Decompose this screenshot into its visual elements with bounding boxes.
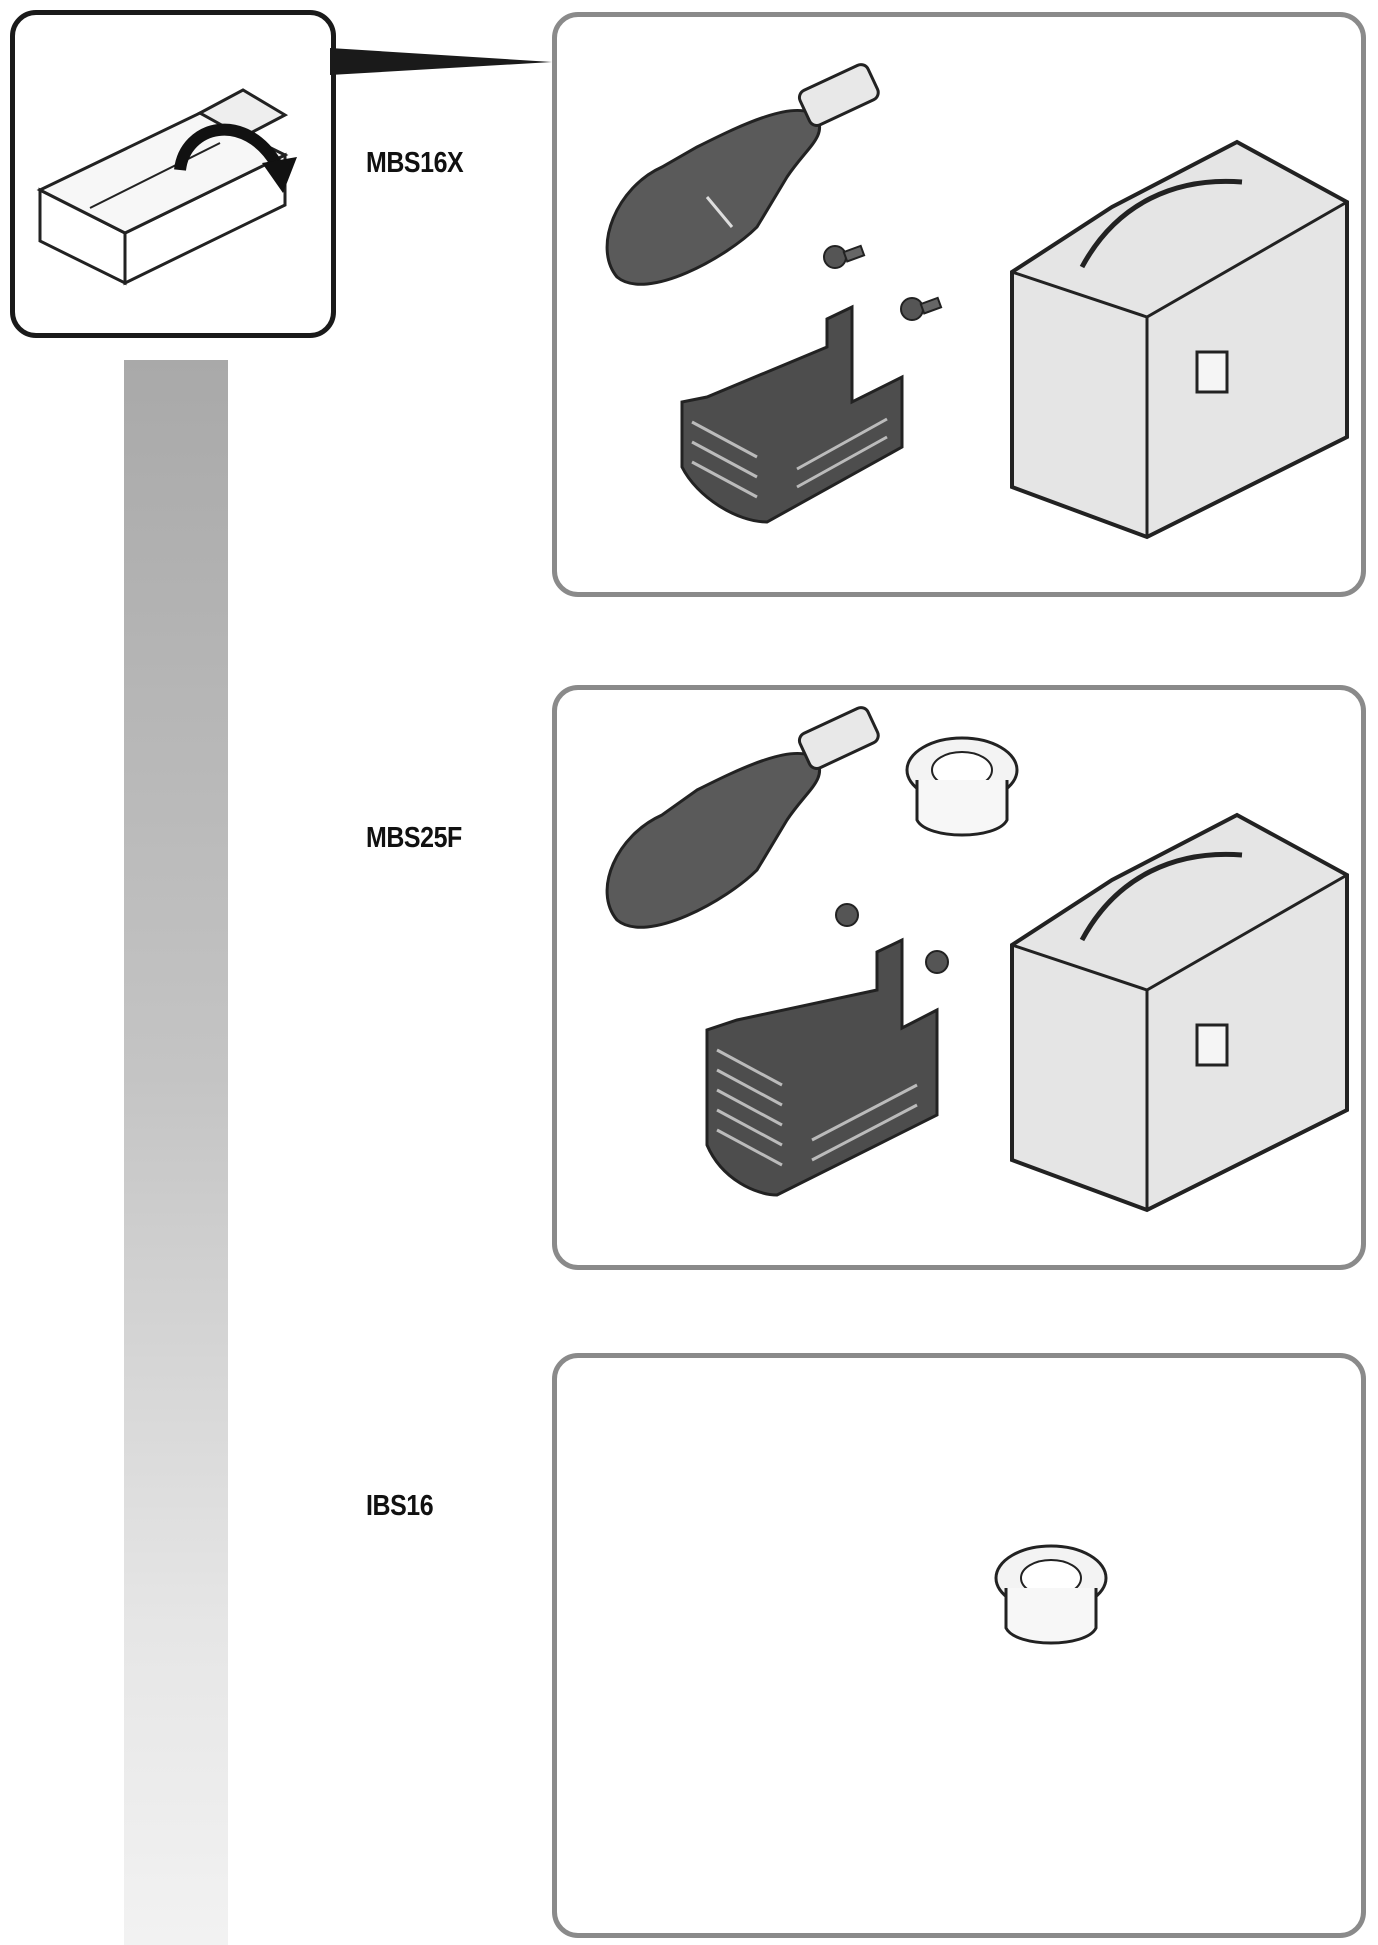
screw-icon [925, 950, 949, 974]
parts-panel-mbs25f [552, 685, 1366, 1270]
bushing-icon [905, 736, 1019, 837]
screw-icon [823, 244, 866, 269]
parts-panel-ibs16 [552, 1353, 1366, 1938]
guard-cage-icon [705, 937, 939, 1197]
open-box-icon [36, 88, 297, 286]
pointer-arrow [330, 48, 552, 75]
screw-icon [835, 903, 859, 927]
carrying-case-icon [1010, 812, 1349, 1213]
model-label-ibs16: IBS16 [366, 1490, 434, 1522]
bushing-icon [994, 1544, 1108, 1645]
strap-icon [605, 63, 880, 286]
model-label-mbs25f: MBS25F [366, 822, 462, 854]
strap-icon [605, 706, 880, 929]
screw-icon [900, 296, 943, 321]
gradient-bar [124, 360, 228, 1945]
unboxing-panel [10, 10, 336, 338]
model-label-mbs16x: MBS16X [366, 147, 464, 179]
carrying-case-icon [1010, 139, 1349, 540]
parts-panel-mbs16x [552, 12, 1366, 597]
guard-cage-icon [680, 304, 904, 524]
